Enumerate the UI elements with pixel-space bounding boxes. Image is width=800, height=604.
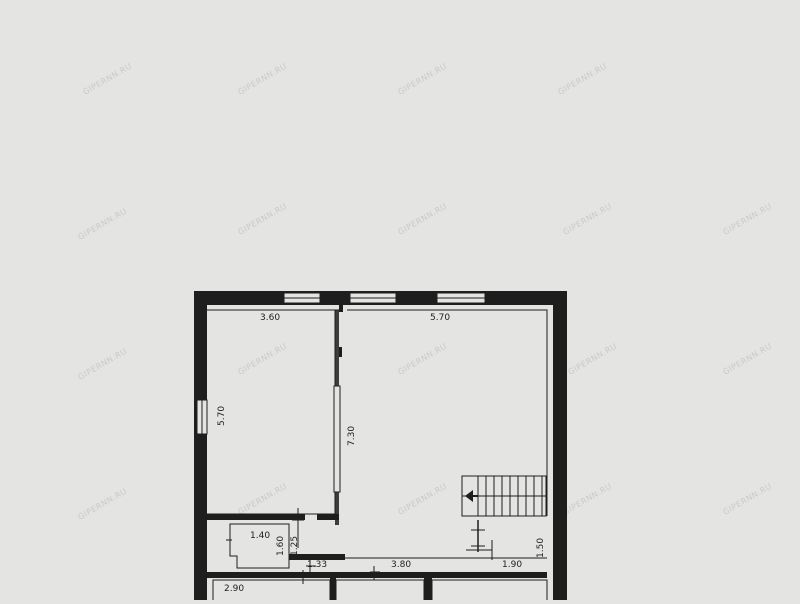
door-small [339, 347, 342, 357]
watermark: GIPERNN.RU [567, 341, 619, 376]
watermark: GIPERNN.RU [562, 481, 614, 516]
dimension-label: 1.33 [307, 560, 327, 570]
watermark: GIPERNN.RU [77, 486, 129, 521]
watermark: GIPERNN.RU [237, 201, 289, 236]
corridor [289, 554, 547, 580]
dimension-label: 3.80 [391, 560, 411, 570]
lower-partition [207, 514, 305, 520]
dimension-label: 1.60 [276, 536, 286, 556]
dimension-label: 5.70 [430, 313, 450, 323]
watermark: GIPERNN.RU [237, 61, 289, 96]
watermark: GIPERNN.RU [77, 346, 129, 381]
window-left-wall [196, 399, 208, 435]
watermark: GIPERNN.RU [722, 201, 774, 236]
watermark: GIPERNN.RU [397, 61, 449, 96]
window-top-right [436, 292, 486, 304]
watermark: GIPERNN.RU [722, 481, 774, 516]
small-room [226, 523, 290, 569]
door-opening [333, 385, 341, 493]
watermark: GIPERNN.RU [237, 341, 289, 376]
staircase [461, 475, 547, 517]
room-main [347, 309, 548, 516]
dimension-label: 1.90 [502, 560, 522, 570]
bottom-rooms [207, 570, 548, 600]
watermark: GIPERNN.RU [237, 481, 289, 516]
watermark: GIPERNN.RU [397, 201, 449, 236]
dimension-label: 3.60 [260, 313, 280, 323]
dimension-label: 2.90 [224, 584, 244, 594]
watermark: GIPERNN.RU [557, 61, 609, 96]
dimension-label: 5.70 [217, 406, 227, 426]
window-top-middle [349, 292, 397, 304]
door-marks [292, 508, 493, 560]
watermark: GIPERNN.RU [397, 341, 449, 376]
watermark: GIPERNN.RU [562, 201, 614, 236]
dimension-label: 7.30 [347, 426, 357, 446]
window-top-left [283, 292, 321, 304]
watermark: GIPERNN.RU [722, 341, 774, 376]
outer-wall [194, 291, 567, 600]
dimension-label: 1.40 [250, 531, 270, 541]
dimension-label: 1.50 [536, 538, 546, 558]
watermark: GIPERNN.RU [77, 206, 129, 241]
dimension-label: 1.25 [290, 536, 300, 556]
watermark: GIPERNN.RU [82, 61, 134, 96]
watermark: GIPERNN.RU [397, 481, 449, 516]
lower-partition [317, 514, 339, 520]
